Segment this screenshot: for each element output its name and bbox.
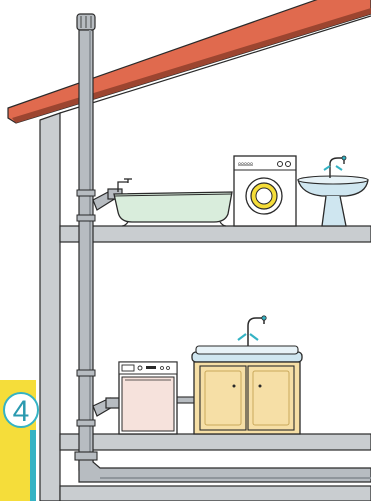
- sink-cabinet: [192, 316, 302, 434]
- dishwasher: [119, 362, 177, 434]
- kitchen-faucet-icon: [238, 316, 266, 346]
- washing-machine: 88888: [234, 156, 296, 226]
- step-number: 4: [13, 395, 30, 428]
- bathtub: [114, 179, 232, 226]
- washbasin-faucet-icon: [324, 156, 346, 178]
- step-badge: 4: [0, 380, 38, 501]
- basement-drain-pipe: [75, 452, 371, 482]
- vent-cap: [77, 14, 95, 30]
- washer-door-icon: [246, 178, 282, 214]
- pedestal-washbasin: [298, 156, 368, 226]
- roof: [8, 0, 371, 123]
- soil-stack-pipe: [77, 30, 95, 470]
- washer-display: 88888: [238, 162, 253, 168]
